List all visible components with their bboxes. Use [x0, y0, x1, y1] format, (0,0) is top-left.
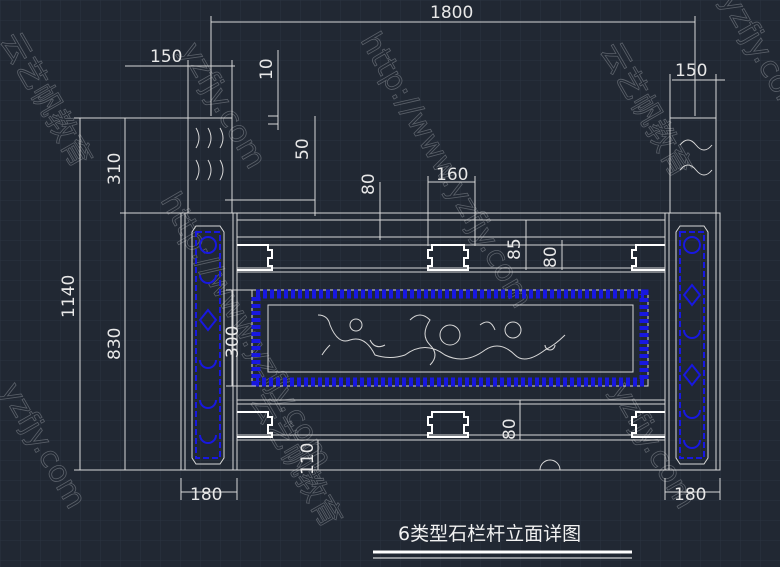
- dim-body-height: 830: [105, 328, 125, 360]
- right-post: [664, 117, 721, 471]
- dim-post-width-right: 180: [674, 485, 706, 505]
- drawing-title: 6类型石栏杆立面详图: [398, 523, 581, 545]
- lower-rail: [237, 399, 665, 471]
- dim-panel-height: 300: [223, 326, 243, 358]
- floral-carving: [317, 314, 566, 366]
- dim-cap-step: 50: [293, 138, 313, 160]
- dim-base-height: 110: [298, 443, 318, 475]
- dim-overall-width: 1800: [430, 3, 473, 23]
- top-rail: [237, 212, 665, 273]
- dim-cap-width-left: 150: [150, 47, 182, 67]
- dim-post-width-left: 180: [190, 485, 222, 505]
- dim-cap-width-right: 150: [675, 61, 707, 81]
- left-post: [180, 117, 238, 471]
- dim-lower-gap: 80: [500, 418, 520, 440]
- dim-block-width: 160: [436, 165, 468, 185]
- dim-rail-gap: 80: [541, 246, 561, 268]
- dimension-lines: [74, 16, 725, 500]
- dim-rail-offset: 80: [359, 173, 379, 195]
- carved-panel: [251, 289, 649, 387]
- dim-cap-height: 310: [105, 153, 125, 185]
- dim-rail-height: 85: [505, 238, 525, 260]
- dimension-labels: 1800 150 150 10 50 310 80 160 85 80 1140…: [59, 3, 707, 505]
- dim-total-height: 1140: [59, 275, 79, 318]
- dim-cap-offset: 10: [257, 58, 277, 80]
